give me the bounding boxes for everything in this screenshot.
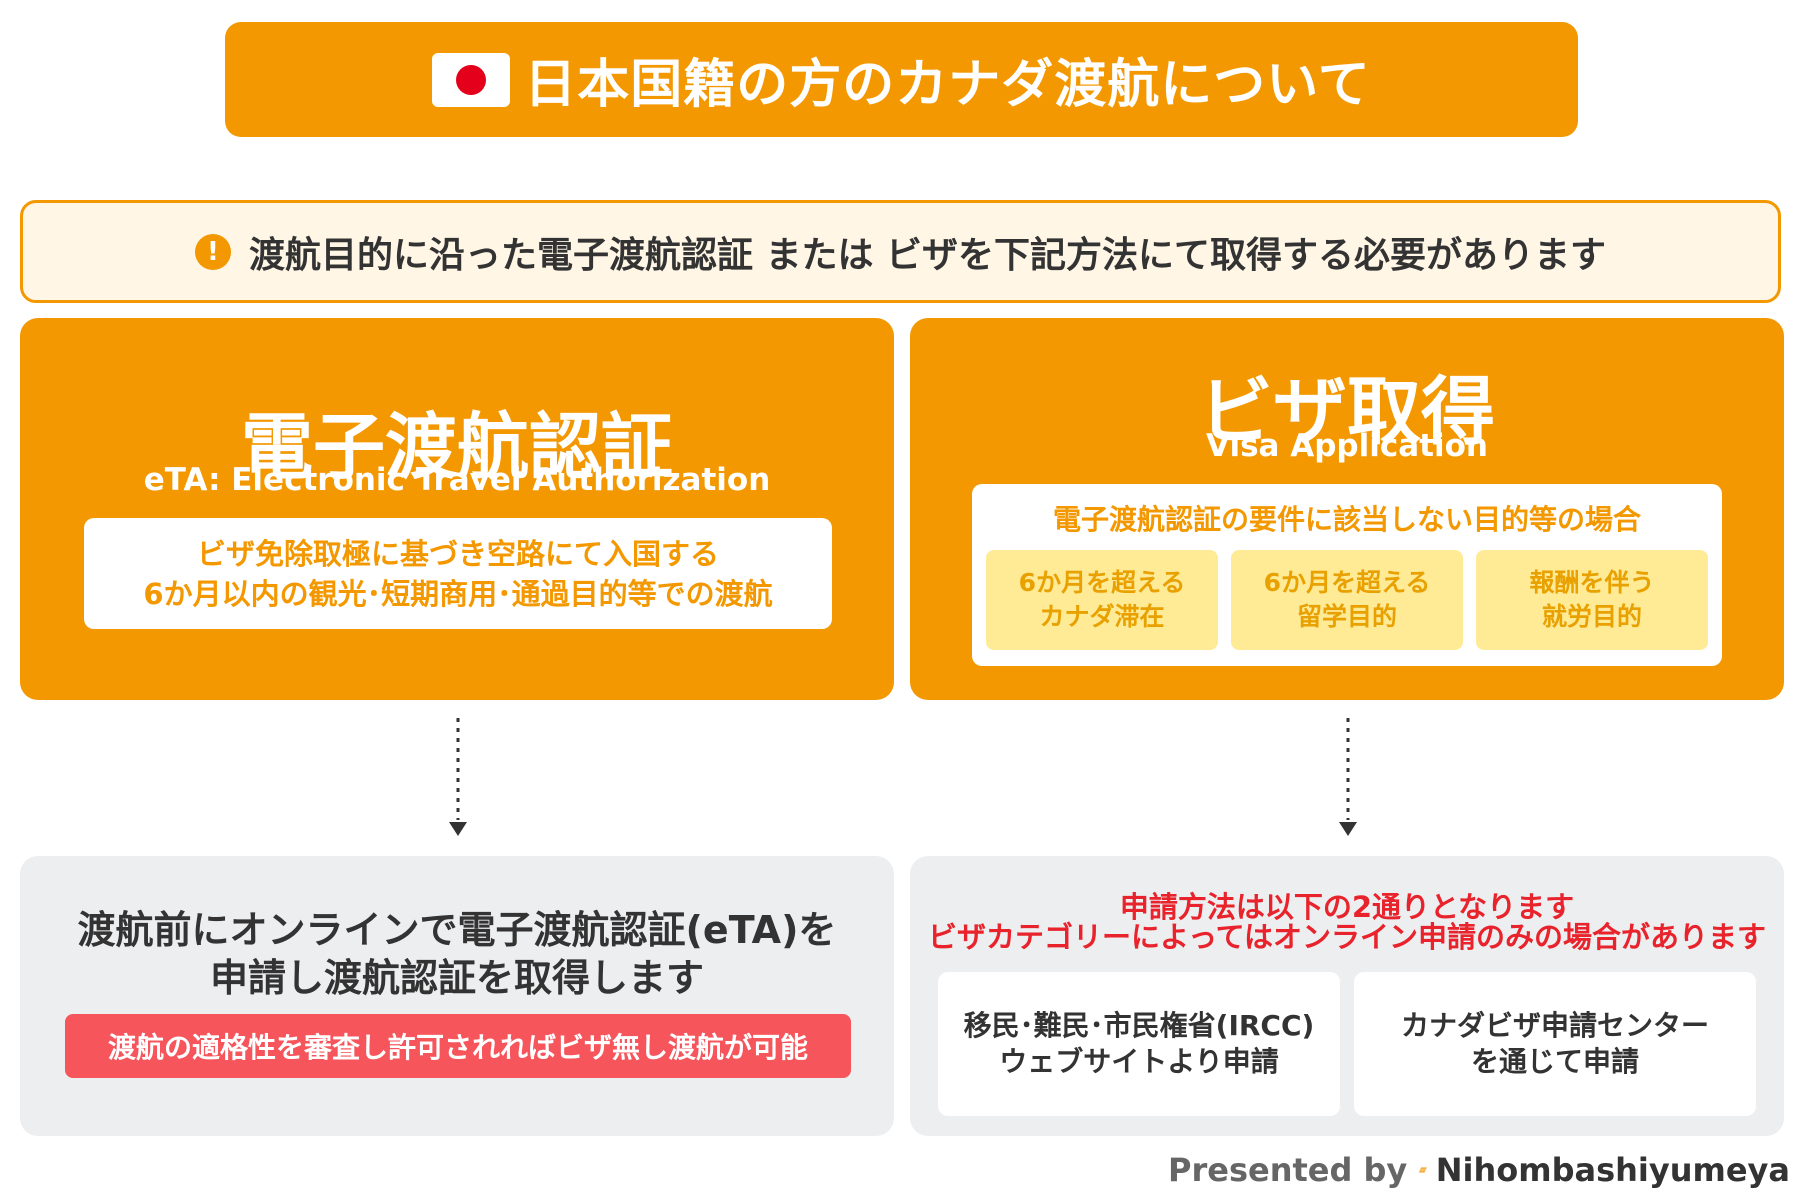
eta-title: 電子渡航認証 [240, 405, 673, 489]
eta-panel: 電子渡航認証 eTA: Electronic Travel Authorizat… [20, 318, 894, 700]
notice-banner: ! 渡航目的に沿った電子渡航認証 または ビザを下記方法にて取得する必要がありま… [20, 200, 1781, 303]
eta-note-badge: 渡航の適格性を審査し許可されればビザ無し渡航が可能 [65, 1014, 851, 1078]
title-banner: 日本国籍の方のカナダ渡航について [225, 22, 1578, 137]
eta-process-panel: 渡航前にオンラインで電子渡航認証(eTA)を 申請し渡航認証を取得します 渡航の… [20, 856, 894, 1136]
footer-brand-name: Nihombashiyumeya [1435, 1151, 1790, 1189]
visa-purpose-card: 6か月を超える 留学目的 [1231, 550, 1463, 650]
visa-warning-line: 申請方法は以下の2通りとなります [1119, 890, 1575, 924]
page-title: 日本国籍の方のカナダ渡航について [524, 55, 1371, 115]
purpose-line: 報酬を伴う [1529, 568, 1655, 597]
visa-title: ビザ取得 [1199, 369, 1495, 455]
purpose-line: 6か月を超える [1018, 568, 1186, 597]
visa-method-card: 移民･難民･市民権省(IRCC) ウェブサイトより申請 [938, 972, 1340, 1116]
method-line: ウェブサイトより申請 [999, 1045, 1279, 1078]
nihombashiyumeya-logo-icon [1419, 1167, 1428, 1173]
purpose-line: 6か月を超える [1263, 568, 1431, 597]
dotted-arrow-down-icon [449, 718, 467, 836]
eta-process-line: 申請し渡航認証を取得します [209, 956, 704, 1000]
method-line: カナダビザ申請センター [1400, 1009, 1709, 1042]
notice-text: 渡航目的に沿った電子渡航認証 または ビザを下記方法にて取得する必要があります [248, 234, 1607, 276]
eta-subtitle: eTA: Electronic Travel Authorization [143, 462, 771, 498]
flag-red-circle [456, 64, 487, 95]
footer-credit: Presented by Nihombashiyumeya [1168, 1146, 1790, 1194]
eta-description-line: ビザ免除取極に基づき空路にて入国する [196, 536, 719, 571]
purpose-line: 留学目的 [1296, 602, 1397, 631]
footer-presented-by: Presented by [1168, 1151, 1408, 1189]
visa-purpose-card: 6か月を超える カナダ滞在 [986, 550, 1218, 650]
purpose-line: 就労目的 [1541, 602, 1642, 631]
dotted-arrow-down-icon [1339, 718, 1357, 836]
visa-method-warning: 申請方法は以下の2通りとなります ビザカテゴリーによってはオンライン申請のみの場… [910, 892, 1784, 952]
eta-process-line: 渡航前にオンラインで電子渡航認証(eTA)を [77, 908, 837, 952]
visa-warning-line: ビザカテゴリーによってはオンライン申請のみの場合があります [927, 920, 1767, 954]
visa-purpose-card: 報酬を伴う 就労目的 [1476, 550, 1708, 650]
exclamation-circle-icon: ! [194, 233, 231, 270]
visa-panel: ビザ取得 Visa Application 電子渡航認証の要件に該当しない目的等… [910, 318, 1784, 700]
visa-subtitle: Visa Application [1206, 428, 1488, 464]
method-line: 移民･難民･市民権省(IRCC) [963, 1009, 1315, 1042]
eta-description-line: 6か月以内の観光･短期商用･通過目的等での渡航 [143, 576, 773, 611]
purpose-line: カナダ滞在 [1039, 602, 1165, 631]
japan-flag-icon [432, 52, 511, 107]
visa-process-panel: 申請方法は以下の2通りとなります ビザカテゴリーによってはオンライン申請のみの場… [910, 856, 1784, 1136]
visa-method-card: カナダビザ申請センター を通じて申請 [1354, 972, 1756, 1116]
method-line: を通じて申請 [1470, 1045, 1639, 1078]
eta-process-text: 渡航前にオンラインで電子渡航認証(eTA)を 申請し渡航認証を取得します [20, 906, 894, 1002]
visa-condition-heading: 電子渡航認証の要件に該当しない目的等の場合 [1052, 503, 1641, 536]
eta-description-box: ビザ免除取極に基づき空路にて入国する 6か月以内の観光･短期商用･通過目的等での… [84, 518, 832, 629]
visa-condition-box: 電子渡航認証の要件に該当しない目的等の場合 6か月を超える カナダ滞在 6か月を… [972, 484, 1722, 666]
